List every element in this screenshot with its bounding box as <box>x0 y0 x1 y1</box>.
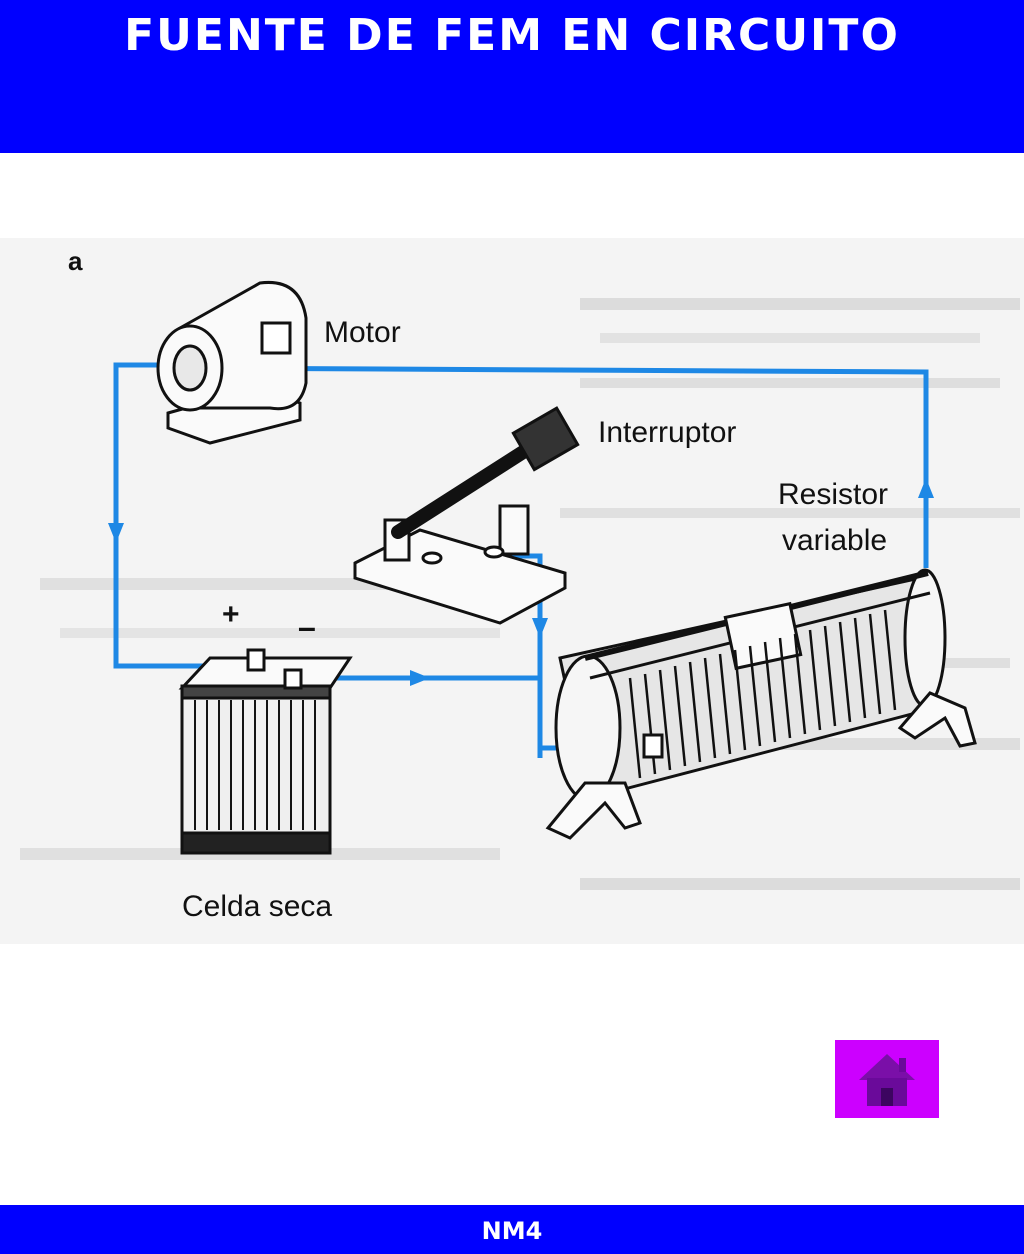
circuit-diagram: a Motor Interruptor Resistor variable Ce… <box>20 246 1020 923</box>
switch-label: Interruptor <box>598 416 736 449</box>
arrow-right-battery <box>410 670 430 686</box>
motor <box>156 280 308 445</box>
arrow-down-mid <box>532 618 548 638</box>
battery <box>178 648 353 855</box>
arrow-up-right <box>918 478 934 498</box>
resistor-coils <box>628 609 897 779</box>
resistor-label-line1: Resistor <box>778 478 888 511</box>
switch <box>353 406 580 625</box>
motor-label: Motor <box>324 316 401 349</box>
home-icon <box>859 1054 915 1106</box>
footer-bar: NM4 <box>0 1205 1024 1254</box>
battery-label: Celda seca <box>182 890 332 923</box>
footer-label: NM4 <box>481 1217 543 1245</box>
wire-motor-to-battery <box>113 362 250 669</box>
variable-resistor <box>545 568 977 840</box>
panel-letter: a <box>68 246 83 276</box>
circuit-figure: a Motor Interruptor Resistor variable Ce… <box>0 238 1024 944</box>
home-button[interactable] <box>835 1040 939 1118</box>
minus-terminal-label: – <box>298 609 316 645</box>
plus-terminal-label: + <box>222 598 240 631</box>
wire-motor-to-resistor <box>195 365 929 568</box>
resistor-label-line2: variable <box>782 524 887 557</box>
arrow-down-left <box>108 523 124 543</box>
page-title: FUENTE DE FEM EN CIRCUITO <box>124 10 900 61</box>
title-bar: FUENTE DE FEM EN CIRCUITO <box>0 0 1024 153</box>
